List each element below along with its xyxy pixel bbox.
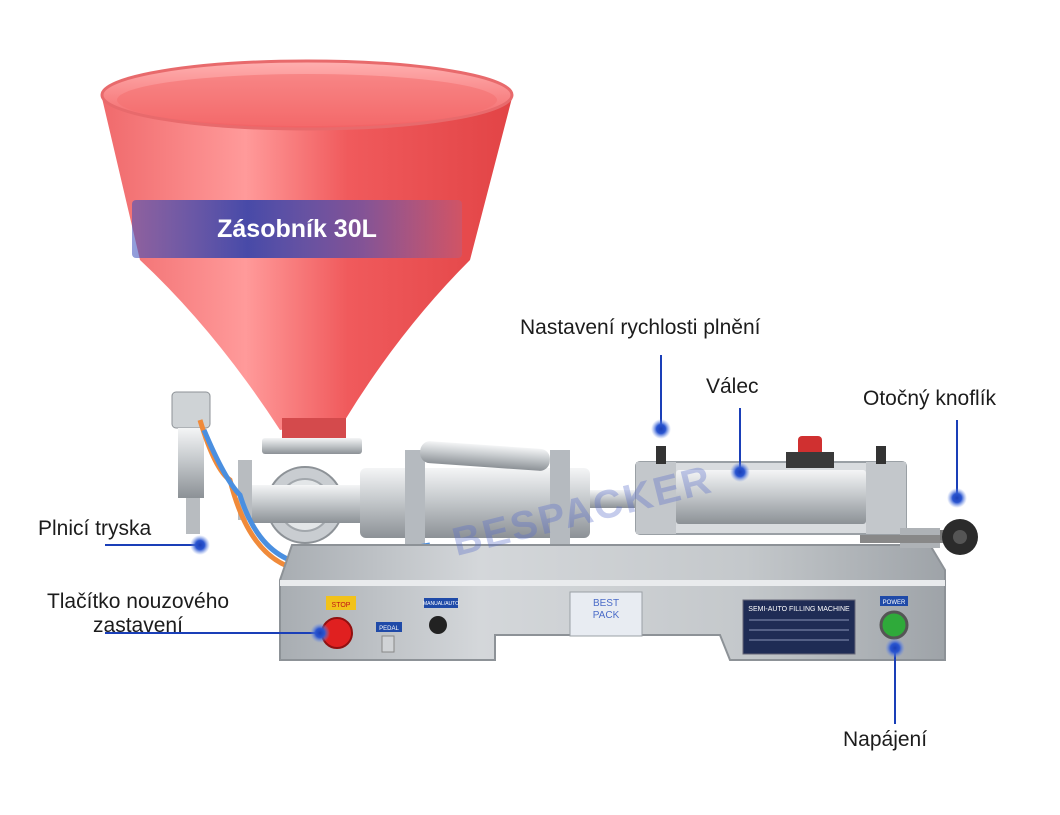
callout-lines [105, 355, 958, 724]
hopper-title: Zásobník 30L [217, 215, 377, 243]
brand-top: BEST [593, 598, 619, 609]
mode-label: MANUAL/AUTO [423, 601, 459, 607]
rotary-knob-wheel [940, 519, 978, 555]
label-emergency-stop: Tlačítko nouzového zastavení [38, 590, 238, 638]
label-cylinder: Válec [706, 375, 759, 398]
piston-barrel [360, 441, 640, 565]
callout-dots [190, 419, 967, 658]
stop-label: STOP [332, 602, 351, 609]
label-emergency-stop-line2: zastavení [93, 614, 183, 637]
label-filling-nozzle: Plnicí tryska [38, 517, 152, 540]
brand-bottom: PACK [593, 610, 620, 621]
label-rotary-knob: Otočný knoflík [863, 387, 997, 410]
mode-switch[interactable] [429, 616, 447, 634]
power-button[interactable] [879, 610, 909, 640]
power-label: POWER [883, 600, 906, 606]
pedal-label: PEDAL [379, 626, 399, 632]
valve-body [250, 438, 370, 544]
air-cylinder [635, 436, 907, 535]
label-filling-speed: Nastavení rychlosti plnění [520, 316, 761, 339]
nameplate-title: SEMI-AUTO FILLING MACHINE [748, 606, 850, 613]
control-panel: STOP PEDAL MANUAL/AUTO BEST PACK SEMI-AU… [321, 591, 909, 655]
label-emergency-stop-line1: Tlačítko nouzového [46, 590, 230, 613]
label-power: Napájení [843, 728, 928, 751]
hopper-banner: Zásobník 30L [132, 200, 462, 258]
